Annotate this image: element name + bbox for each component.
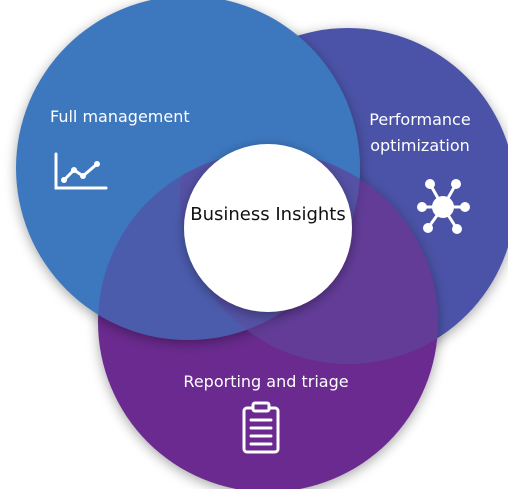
center-circle [184,144,352,312]
clipboard-list-icon [242,401,280,454]
label-full-management: Full management [50,107,190,126]
line-chart-icon [54,152,108,190]
label-reporting-and-triage: Reporting and triage [183,372,349,391]
label-performance-optimization: Performance optimization [369,110,471,155]
center-label: Business Insights [190,204,346,225]
network-hub-icon [417,179,470,234]
